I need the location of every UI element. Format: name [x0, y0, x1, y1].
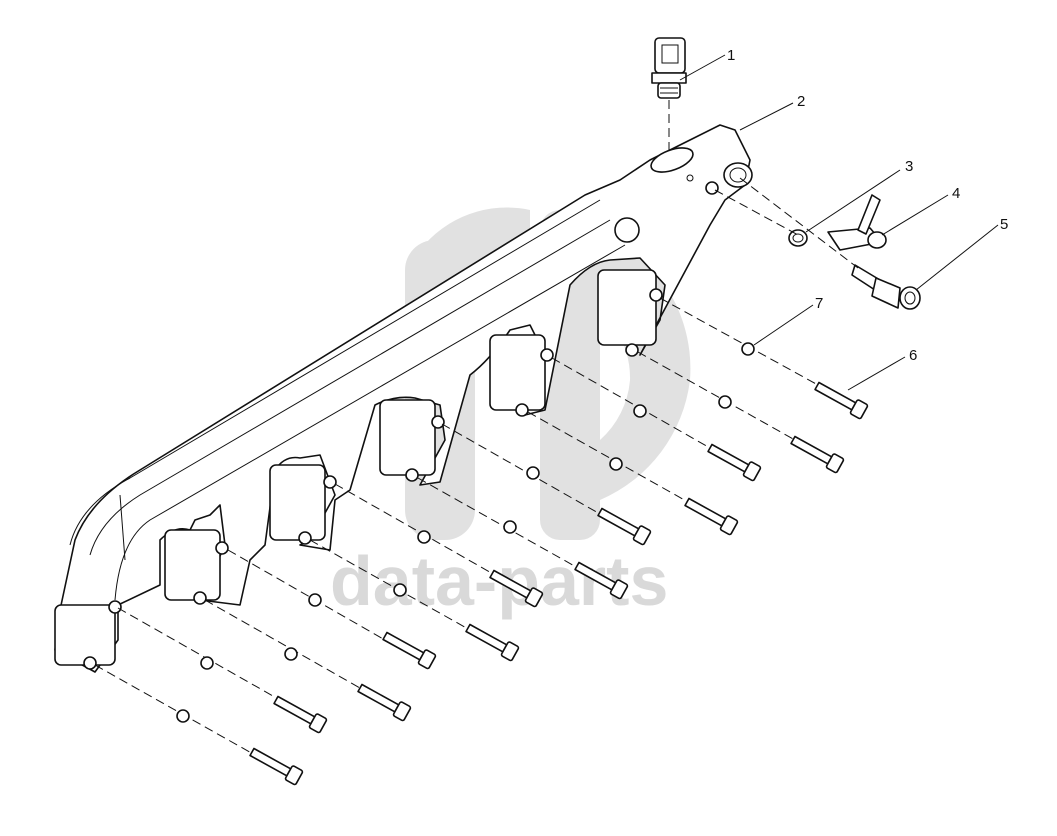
- pressure-sensor-part-1: [651, 37, 687, 150]
- callout-5: 5: [1000, 216, 1008, 233]
- callout-7: 7: [815, 295, 823, 312]
- callout-6: 6: [909, 347, 917, 364]
- bolt: [249, 381, 869, 786]
- washers-and-bolts: [94, 177, 869, 786]
- connector-part-4: [827, 194, 887, 251]
- rail-outlets: [54, 269, 663, 670]
- callout-1: 1: [727, 47, 735, 64]
- fuel-rail: [54, 124, 753, 673]
- callout-3: 3: [905, 158, 913, 175]
- valve-part-5: [851, 264, 921, 310]
- callout-2: 2: [797, 93, 805, 110]
- rail-end-fitting: [614, 147, 753, 243]
- callouts: 1 2 3 4 5 6 7: [679, 47, 1008, 391]
- seal-ring-part-3: [788, 229, 808, 247]
- washer: [176, 342, 755, 723]
- callout-4: 4: [952, 185, 960, 202]
